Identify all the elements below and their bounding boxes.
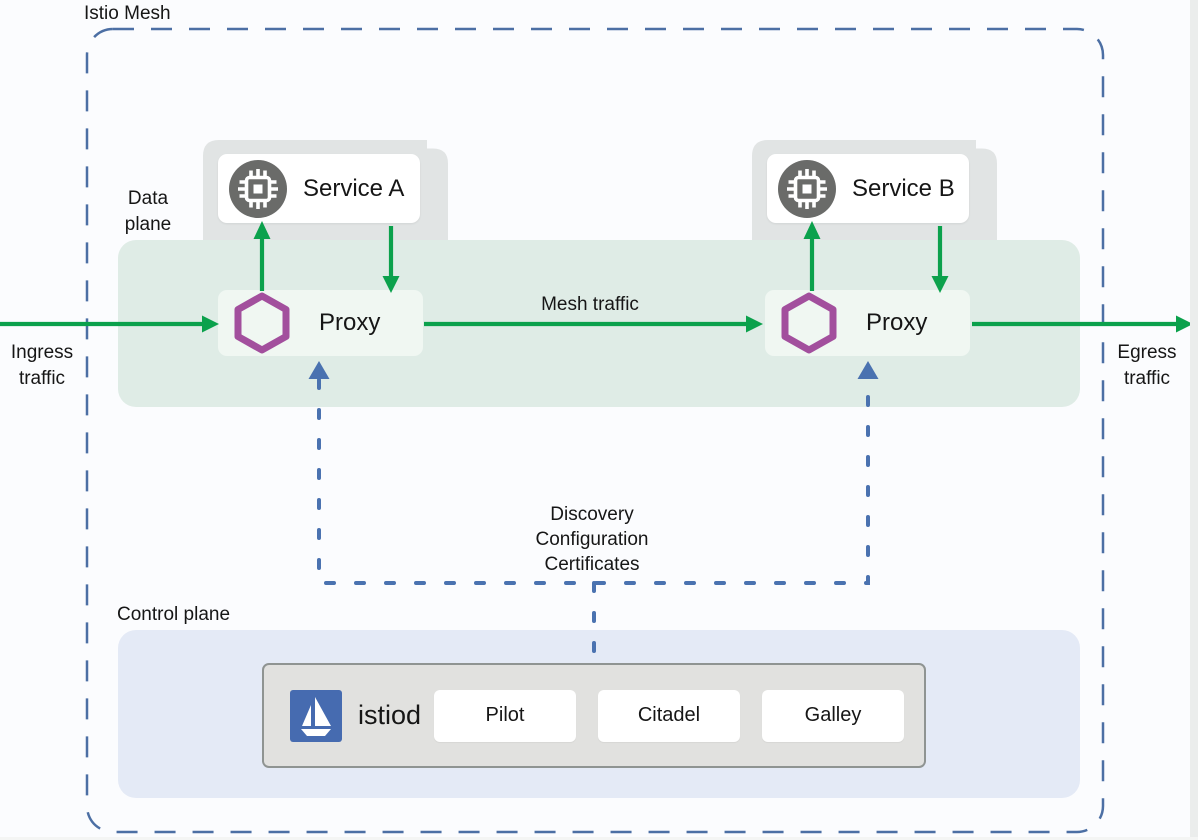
discovery-line: Discovery (550, 504, 634, 525)
istiod-label: istiod (358, 700, 422, 730)
ingress-line1: Ingress (10, 342, 74, 363)
istiod-box: istiod Pilot Citadel Galley (262, 663, 926, 768)
screenshot-bottom-edge (0, 837, 1198, 840)
citadel-label: Citadel (637, 704, 701, 726)
data-plane-label: Data plane (103, 186, 193, 238)
discovery-configuration-certificates-label: Discovery Configuration Certificates (492, 502, 692, 577)
ingress-traffic-label: Ingress traffic (0, 340, 84, 392)
configuration-line: Configuration (535, 529, 649, 550)
proxy-a-card: Proxy (218, 290, 423, 356)
envoy-hexagon-icon (234, 292, 290, 354)
screenshot-right-edge (1190, 0, 1198, 840)
egress-line1: Egress (1117, 342, 1177, 363)
chip-icon (778, 159, 836, 218)
certificates-line: Certificates (544, 554, 640, 575)
data-plane-text: Data plane (124, 188, 172, 235)
chip-icon (229, 159, 287, 218)
proxy-a-label: Proxy (319, 309, 381, 336)
pilot-label: Pilot (485, 704, 525, 726)
component-citadel: Citadel (598, 689, 740, 742)
egress-line2: traffic (1123, 368, 1171, 389)
proxy-b-card: Proxy (765, 290, 970, 356)
component-galley: Galley (762, 689, 904, 742)
control-plane-label: Control plane (117, 604, 231, 625)
ingress-line2: traffic (18, 368, 66, 389)
istio-mesh-title: Istio Mesh (84, 3, 171, 24)
proxy-b-label: Proxy (866, 309, 928, 336)
envoy-hexagon-icon (781, 292, 837, 354)
istio-sailboat-logo-icon (290, 689, 342, 742)
egress-traffic-label: Egress traffic (1105, 340, 1189, 392)
service-a-label: Service A (303, 174, 405, 202)
galley-label: Galley (804, 704, 862, 726)
component-pilot: Pilot (434, 689, 576, 742)
service-b-card: Service B (767, 154, 969, 223)
istio-mesh-dashed-boundary (85, 27, 1105, 834)
service-a-card: Service A (218, 154, 420, 223)
mesh-traffic-label: Mesh traffic (541, 294, 639, 315)
service-b-label: Service B (852, 174, 955, 202)
